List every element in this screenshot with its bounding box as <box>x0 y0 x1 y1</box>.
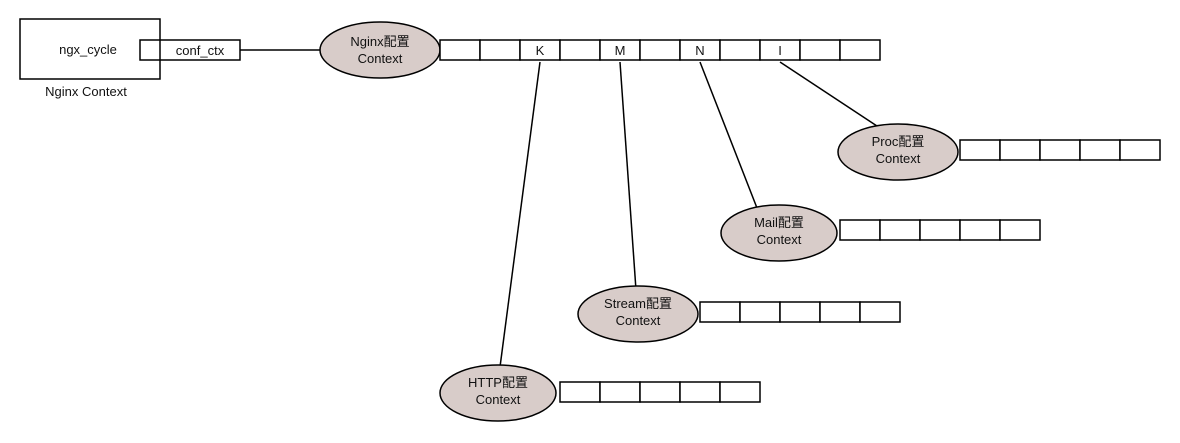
mail-context-ellipse <box>720 204 838 262</box>
nginx-array-cell <box>439 39 481 61</box>
nginx-array-cell <box>839 39 881 61</box>
connector-k-to-http <box>499 61 541 368</box>
http-array-cell <box>679 381 721 403</box>
stream-array-cell <box>819 301 861 323</box>
ngx-cycle-box <box>19 18 161 80</box>
connector-n-to-mail <box>699 61 758 209</box>
mail-context-label-line1: Mail配置 <box>754 215 804 230</box>
stream-context-ellipse <box>577 285 699 343</box>
proc-array-cell <box>959 139 1001 161</box>
http-array-cell <box>599 381 641 403</box>
stream-array-cell <box>779 301 821 323</box>
stream-context-label-line2: Context <box>616 313 661 328</box>
mail-array-cell <box>959 219 1001 241</box>
proc-array-cell <box>1119 139 1161 161</box>
stream-array-cell <box>859 301 901 323</box>
http-context-ellipse <box>439 364 557 422</box>
mail-array-cell <box>999 219 1041 241</box>
http-array-cell <box>719 381 761 403</box>
nginx-context-label-line2: Context <box>358 51 403 66</box>
http-array-cell <box>559 381 601 403</box>
nginx-array-cell-label: I <box>778 43 782 58</box>
connector-m-to-stream <box>619 61 637 291</box>
proc-context-label-line1: Proc配置 <box>872 134 925 149</box>
nginx-array-cell <box>719 39 761 61</box>
proc-context-label-line2: Context <box>876 151 921 166</box>
http-array-cell <box>639 381 681 403</box>
stream-context-array <box>699 301 901 323</box>
connector-i-to-proc <box>779 61 881 129</box>
mail-array-cell <box>879 219 921 241</box>
nginx-context-caption: Nginx Context <box>45 84 127 99</box>
nginx-array-cell-label: K <box>536 43 545 58</box>
stream-array-cell <box>739 301 781 323</box>
nginx-array-cell <box>639 39 681 61</box>
nginx-array-cell <box>559 39 601 61</box>
mail-array-cell <box>919 219 961 241</box>
proc-context-array <box>959 139 1161 161</box>
mail-context-array <box>839 219 1041 241</box>
proc-array-cell <box>999 139 1041 161</box>
ngx-cycle-label: ngx_cycle <box>59 42 117 57</box>
http-context-label-line1: HTTP配置 <box>468 375 528 390</box>
stream-context-label-line1: Stream配置 <box>604 296 672 311</box>
stream-array-cell <box>699 301 741 323</box>
nginx-array-cell-label: M <box>615 43 626 58</box>
nginx-array-cell-label: N <box>695 43 704 58</box>
proc-array-cell <box>1079 139 1121 161</box>
mail-array-cell <box>839 219 881 241</box>
http-context-label-line2: Context <box>476 392 521 407</box>
nginx-context-ellipse <box>319 21 441 79</box>
nginx-array-cell <box>479 39 521 61</box>
mail-context-label-line2: Context <box>757 232 802 247</box>
proc-array-cell <box>1039 139 1081 161</box>
nginx-array-cell <box>799 39 841 61</box>
proc-context-ellipse <box>837 123 959 181</box>
conf-ctx-label: conf_ctx <box>176 43 225 58</box>
nginx-context-label-line1: Nginx配置 <box>350 34 409 49</box>
http-context-array <box>559 381 761 403</box>
